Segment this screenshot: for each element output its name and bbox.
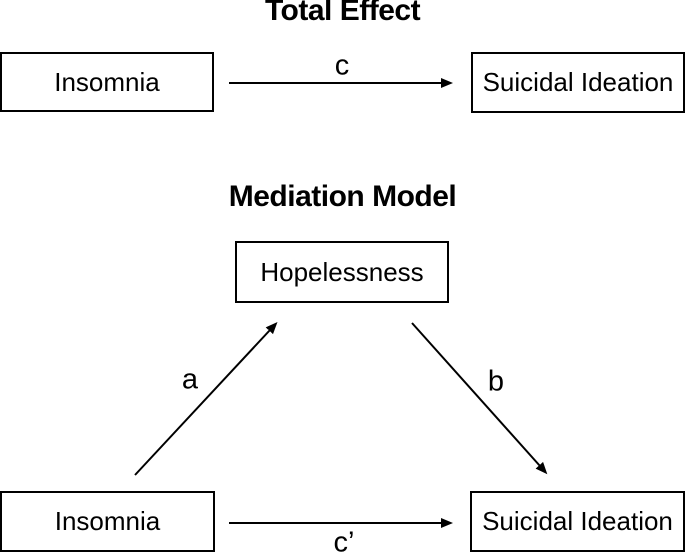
mediation-hopelessness-box: Hopelessness xyxy=(235,241,449,303)
mediation-suicidal-ideation-box: Suicidal Ideation xyxy=(470,491,685,552)
path-b-arrow xyxy=(411,322,548,475)
mediation-insomnia-box: Insomnia xyxy=(0,491,215,552)
path-a-arrow xyxy=(134,321,278,476)
mediation-insomnia-label: Insomnia xyxy=(54,506,161,536)
mediation-suicidal-ideation-label: Suicidal Ideation xyxy=(482,506,673,536)
path-c-label: c xyxy=(334,49,350,82)
mediation-model-title: Mediation Model xyxy=(228,180,457,213)
total-effect-title: Total Effect xyxy=(264,0,421,27)
total-effect-suicidal-ideation-label: Suicidal Ideation xyxy=(482,67,674,97)
total-effect-suicidal-ideation-box: Suicidal Ideation xyxy=(471,52,685,113)
total-effect-insomnia-label: Insomnia xyxy=(54,66,160,97)
path-b-label: b xyxy=(487,365,505,398)
path-c-prime-label: c’ xyxy=(333,526,355,555)
path-a-label: a xyxy=(181,363,199,396)
mediation-hopelessness-label: Hopelessness xyxy=(260,256,424,287)
total-effect-insomnia-box: Insomnia xyxy=(0,52,214,112)
